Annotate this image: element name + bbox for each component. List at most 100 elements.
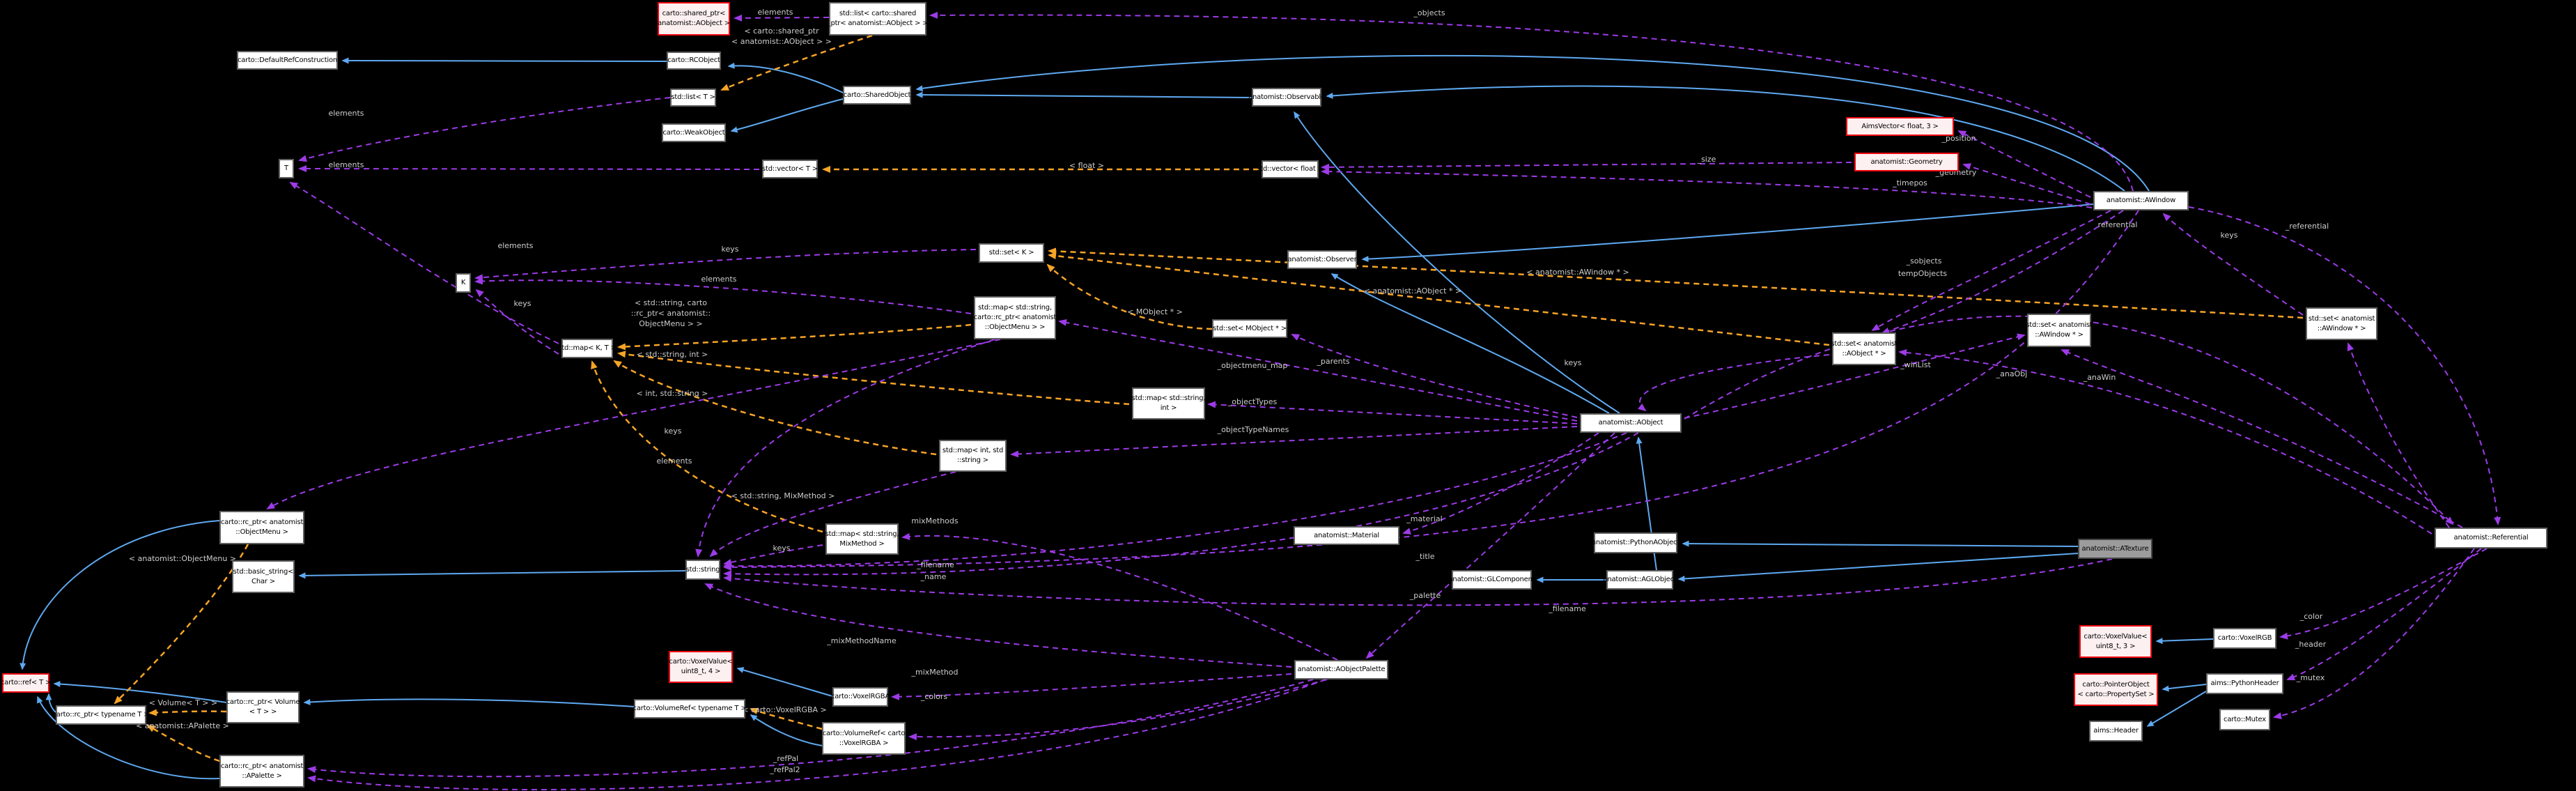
class-node-voxelvalue-3[interactable]: carto::VoxelValue<uint8_t, 3 > xyxy=(2079,625,2152,658)
class-node-pointer-object[interactable]: carto::PointerObject< carto::PropertySet… xyxy=(2074,673,2158,706)
class-node-voxelrgb[interactable]: carto::VoxelRGB xyxy=(2213,628,2276,649)
class-node-label: carto::VoxelRGB xyxy=(2217,634,2272,642)
class-node-label: ::AObject * > xyxy=(1842,349,1886,358)
class-node-map-int-string[interactable]: std::map< int, std::string > xyxy=(939,440,1007,472)
class-node-voxelrgba[interactable]: carto::VoxelRGBA xyxy=(831,687,890,707)
edge-label: _anaObj xyxy=(1996,369,2028,378)
edge-template xyxy=(617,351,1130,406)
class-node-observable[interactable]: anatomist::Observable xyxy=(1248,88,1325,107)
class-node-label: carto::rc_ptr< anatomist xyxy=(973,314,1057,321)
class-node-aobject[interactable]: anatomist::AObject xyxy=(1580,413,1682,433)
edge-label: referential xyxy=(2097,220,2138,229)
class-node-volumeref-rgba[interactable]: carto::VolumeRef< carto::VoxelRGBA > xyxy=(822,722,906,755)
class-node-label: anatomist::Geometry xyxy=(1870,158,1943,166)
class-node-default-ref-construction[interactable]: carto::DefaultRefConstruction xyxy=(237,51,338,70)
class-node-label: anatomist::AObject > xyxy=(658,20,730,27)
class-node-observer[interactable]: anatomist::Observer xyxy=(1287,250,1357,269)
class-node-label: carto::rc_ptr< anatomist xyxy=(220,519,304,526)
edge-inherit xyxy=(20,520,220,670)
class-node-label: carto::RCObject xyxy=(667,56,720,64)
class-node-t-param[interactable]: T xyxy=(279,159,294,178)
edge-label: _colors xyxy=(920,692,948,701)
edge-template xyxy=(1048,252,1830,346)
edge-member xyxy=(723,432,1627,570)
edge-template xyxy=(1048,247,2304,319)
edge-member xyxy=(1402,432,1599,535)
class-node-python-header[interactable]: aims::PythonHeader xyxy=(2206,673,2283,694)
class-node-geometry[interactable]: anatomist::Geometry xyxy=(1854,153,1959,171)
class-node-label: std::set< anatomist xyxy=(1831,339,1898,348)
class-node-volumeref-typename[interactable]: carto::VolumeRef< typename T > xyxy=(633,699,747,719)
class-node-basic-string[interactable]: std::basic_string<Char > xyxy=(232,560,295,593)
class-node-map-string-int[interactable]: std::map< std::string,int > xyxy=(1132,387,1206,420)
class-node-atexture[interactable]: anatomist::ATexture xyxy=(2078,539,2152,559)
edge-label: _size xyxy=(1697,155,1716,164)
class-node-aims-vector[interactable]: AimsVector< float, 3 > xyxy=(1846,117,1954,136)
class-node-label: carto::VolumeRef< carto xyxy=(822,729,906,737)
edge-inherit xyxy=(1361,203,2094,263)
class-node-label: std::map< K, T > xyxy=(558,344,616,352)
class-node-header[interactable]: aims::Header xyxy=(2089,721,2143,742)
class-node-set-mobject[interactable]: std::set< MObject * > xyxy=(1212,319,1287,338)
class-node-rcptr-apalette[interactable]: carto::rc_ptr< anatomist::APalette > xyxy=(219,755,304,788)
class-node-python-aobject[interactable]: anatomist::PythonAObject xyxy=(1592,532,1679,553)
class-node-map-string-rcptr-objectmenu[interactable]: std::map< std::string,carto::rc_ptr< ana… xyxy=(974,296,1056,339)
class-node-mutex[interactable]: carto::Mutex xyxy=(2219,709,2270,730)
edge-label: _referential xyxy=(2285,222,2329,231)
edge-label: _header xyxy=(2295,640,2327,649)
class-node-rcptr-volume[interactable]: carto::rc_ptr< Volume< T > > xyxy=(226,691,300,723)
class-node-label: anatomist::GLComponent xyxy=(1448,576,1535,583)
class-node-shared-ptr-aobject[interactable]: carto::shared_ptr<anatomist::AObject > xyxy=(658,2,730,36)
class-node-glcomponent[interactable]: anatomist::GLComponent xyxy=(1448,570,1535,590)
edge-label: < MObject * > xyxy=(1127,307,1183,316)
edge-label: < anatomist::ObjectMenu > xyxy=(128,554,237,563)
class-node-rcobject[interactable]: carto::RCObject xyxy=(667,52,721,70)
class-node-label: carto::shared_ptr< xyxy=(662,10,726,17)
class-node-label: ::ObjectMenu > xyxy=(235,528,288,536)
class-node-referential[interactable]: anatomist::Referential xyxy=(2435,528,2547,548)
class-node-set-aobject-ptr[interactable]: std::set< anatomist::AObject * > xyxy=(1831,332,1898,365)
class-node-rcptr-objectmenu[interactable]: carto::rc_ptr< anatomist::ObjectMenu > xyxy=(219,511,304,544)
class-node-aglobject[interactable]: anatomist::AGLObject xyxy=(1603,570,1677,590)
edge-label: < std::string, carto::rc_ptr< anatomist:… xyxy=(630,298,711,328)
class-node-aobject-palette[interactable]: anatomist::AObjectPalette xyxy=(1294,660,1388,679)
class-node-material[interactable]: anatomist::Material xyxy=(1294,526,1399,545)
class-node-std-string[interactable]: std::string xyxy=(685,560,720,580)
class-node-k-param[interactable]: K xyxy=(456,273,471,293)
class-node-label: std::map< std::string, xyxy=(978,304,1052,312)
class-node-set-awindow-ptr-2[interactable]: std::set< anatomist::AWindow * > xyxy=(2306,307,2377,340)
edge-member xyxy=(723,544,823,566)
class-node-list-t[interactable]: std::list< T > xyxy=(670,89,716,107)
edge-label: < anatomist::AObject * > xyxy=(1363,286,1462,295)
class-node-ref-t[interactable]: carto::ref< T > xyxy=(1,673,51,693)
class-node-set-awindow-ptr[interactable]: std::set< anatomist::AWindow * > xyxy=(2026,314,2093,347)
class-node-set-k[interactable]: std::set< K > xyxy=(979,243,1044,263)
class-node-shared-object[interactable]: carto::SharedObject xyxy=(843,86,911,105)
edge-template xyxy=(617,323,972,351)
class-node-map-k-t[interactable]: std::map< K, T > xyxy=(558,339,616,358)
class-node-label: anatomist::Observer xyxy=(1287,255,1357,263)
class-node-awindow[interactable]: anatomist::AWindow xyxy=(2093,191,2189,210)
edge-member xyxy=(475,289,559,355)
class-node-rcptr-typename[interactable]: carto::rc_ptr< typename T > xyxy=(53,705,150,725)
edge-label: keys xyxy=(773,544,791,553)
edge-template xyxy=(114,544,249,705)
edge-label: _name xyxy=(920,572,947,581)
edge-member xyxy=(266,339,1001,510)
class-node-label: anatomist::Material xyxy=(1314,531,1379,539)
class-node-label: anatomist::AGLObject xyxy=(1603,576,1677,583)
class-node-label: carto::WeakObject xyxy=(662,128,725,137)
edge-label: _objectTypes xyxy=(1227,397,1278,406)
class-node-map-string-mixmethod[interactable]: std::map< std::string,MixMethod > xyxy=(825,523,899,555)
class-node-vector-float[interactable]: std::vector< float > xyxy=(1257,160,1324,178)
edge-label: elements xyxy=(497,241,534,250)
class-node-voxelvalue-4[interactable]: carto::VoxelValue<uint8_t, 4 > xyxy=(669,651,733,683)
class-node-label: std::list< T > xyxy=(671,93,715,101)
edge-label: elements xyxy=(328,109,364,118)
edge-member xyxy=(1684,315,2454,525)
edge-template xyxy=(148,709,227,716)
class-node-list-shared-ptr[interactable]: std::list< carto::shared_ptr< anatomist:… xyxy=(828,2,929,36)
class-node-weak-object[interactable]: carto::WeakObject xyxy=(662,123,726,142)
class-node-vector-t[interactable]: std::vector< T > xyxy=(762,160,818,178)
edge-member xyxy=(723,210,2139,571)
